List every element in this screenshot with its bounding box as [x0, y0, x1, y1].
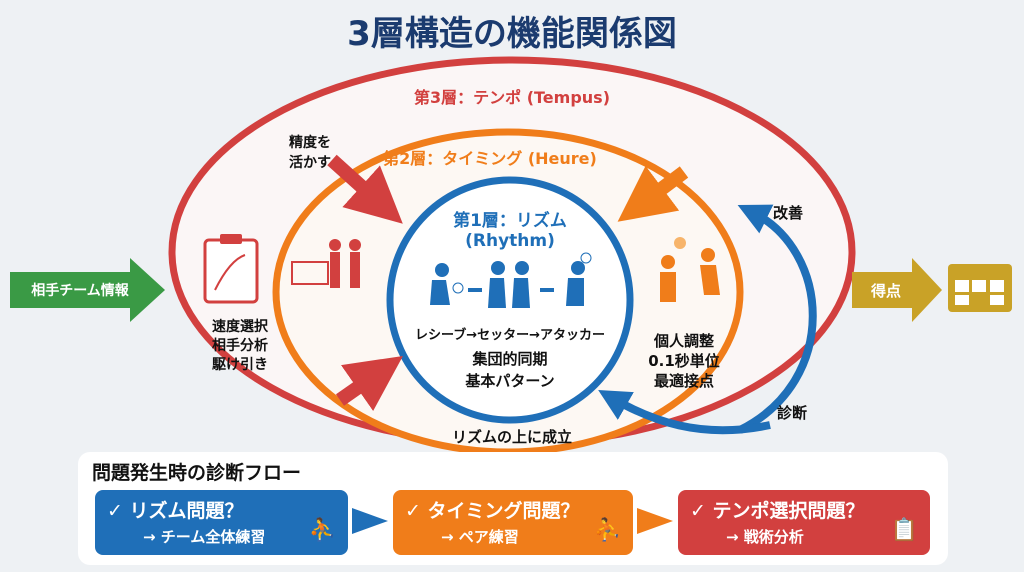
layer1-label-en: (Rhythm) — [465, 231, 555, 251]
tactics-clipboard-icon — [203, 234, 259, 304]
flow-step-timing: ✓ タイミング問題？ → ペア練習 ⛹ — [393, 490, 633, 555]
diagnose-arrow — [598, 389, 771, 435]
flow-arrow-2 — [637, 508, 673, 534]
improve-label: 改善 — [772, 204, 804, 222]
check-icon: ✓ — [107, 500, 123, 522]
built-on-label: リズムの上に成立 — [451, 428, 573, 446]
flow-step-rhythm: ✓ リズム問題？ → チーム全体練習 ⛹ — [95, 490, 348, 555]
layer1-label: 第1層：リズム — [453, 211, 567, 231]
step-action: → ペア練習 — [441, 528, 519, 546]
diagnose-label: 診断 — [776, 404, 808, 422]
pair-players-icon: ⛹ — [593, 518, 621, 543]
timing-arrow — [617, 165, 689, 222]
precision-label-2: 活かす — [289, 155, 331, 171]
layer1-ring — [386, 176, 634, 424]
output-arrow — [852, 258, 942, 322]
timing-desc-1: 個人調整 — [653, 332, 715, 350]
step-question: テンポ選択問題？ — [712, 500, 865, 522]
team-players-icon: ⛹ — [308, 518, 336, 543]
diagnostic-flow-title: 問題発生時の診断フロー — [92, 462, 302, 484]
scoreboard-icon — [948, 264, 1012, 312]
step-action: → チーム全体練習 — [143, 528, 266, 546]
page-title: 3層構造の機能関係図 — [347, 14, 677, 54]
step-question: リズム問題？ — [129, 500, 244, 522]
step-action: → 戦術分析 — [726, 528, 804, 546]
rhythm-sequence: レシーブ→セッター→アタッカー — [414, 328, 606, 343]
improve-arrow — [737, 204, 817, 434]
timing-players-icon — [660, 237, 720, 302]
net-players-icon — [291, 239, 361, 288]
layer3-label: 第3層：テンポ (Tempus) — [413, 88, 611, 107]
step-question: タイミング問題？ — [427, 500, 580, 522]
check-icon: ✓ — [405, 500, 421, 522]
input-arrow-label: 相手チーム情報 — [31, 283, 129, 299]
check-icon: ✓ — [690, 500, 706, 522]
input-arrow — [10, 258, 165, 322]
rhythm-desc-1: 集団的同期 — [472, 350, 548, 368]
tempo-desc-1: 速度選択 — [212, 319, 268, 335]
flow-arrow-1 — [352, 508, 388, 534]
tempo-desc-3: 駆け引き — [212, 357, 268, 373]
flow-step-tempo: ✓ テンポ選択問題？ → 戦術分析 📋 — [678, 490, 930, 555]
output-arrow-label: 得点 — [870, 282, 902, 300]
timing-desc-3: 最適接点 — [653, 372, 715, 390]
precision-label-1: 精度を — [289, 135, 331, 151]
rhythm-players-icon — [430, 252, 592, 308]
tempo-desc-2: 相手分析 — [212, 338, 268, 354]
timing-desc-2: 0.1秒単位 — [648, 352, 720, 370]
tempo-arrow-lower — [335, 355, 403, 411]
clipboard-icon: 📋 — [890, 518, 918, 543]
layer2-label: 第2層：タイミング (Heure) — [383, 149, 597, 168]
precision-arrow — [327, 154, 403, 224]
rhythm-desc-2: 基本パターン — [465, 372, 555, 390]
